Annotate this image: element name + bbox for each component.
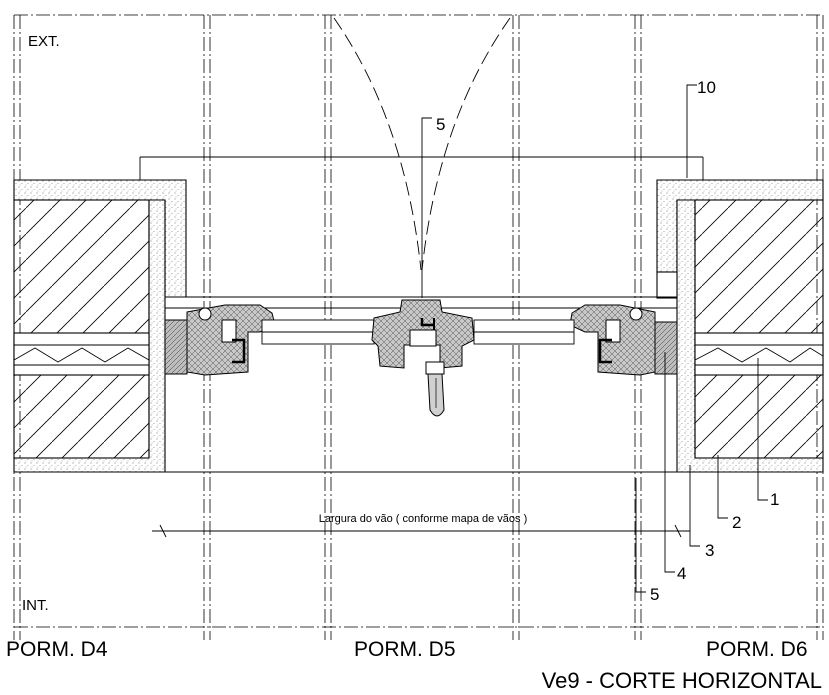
leader-lines — [421, 84, 768, 593]
right-frame-profile — [569, 304, 678, 376]
exterior-label: EXT. — [28, 33, 60, 50]
detail-ref-center: PORM. D5 — [354, 638, 456, 661]
callout-4: 4 — [677, 564, 686, 583]
detail-ref-left: PORM. D4 — [6, 638, 108, 661]
swing-lines — [333, 17, 511, 271]
callout-10: 10 — [697, 78, 716, 97]
left-wall — [13, 179, 187, 473]
left-frame-profile — [164, 304, 276, 376]
right-wall — [656, 179, 824, 473]
callout-5-top: 5 — [436, 115, 445, 134]
detail-ref-right: PORM. D6 — [706, 638, 808, 661]
callout-1: 1 — [770, 490, 779, 509]
drawing-title: Ve9 - CORTE HORIZONTAL — [542, 668, 822, 693]
callout-5-bottom: 5 — [650, 585, 659, 604]
interior-label: INT. — [22, 597, 49, 614]
dimension-line — [152, 524, 690, 538]
callout-3: 3 — [705, 541, 714, 560]
center-meeting-profile — [371, 299, 475, 417]
dimension-label: Largura do vão ( conforme mapa de vãos ) — [319, 513, 528, 525]
callout-2: 2 — [732, 513, 741, 532]
